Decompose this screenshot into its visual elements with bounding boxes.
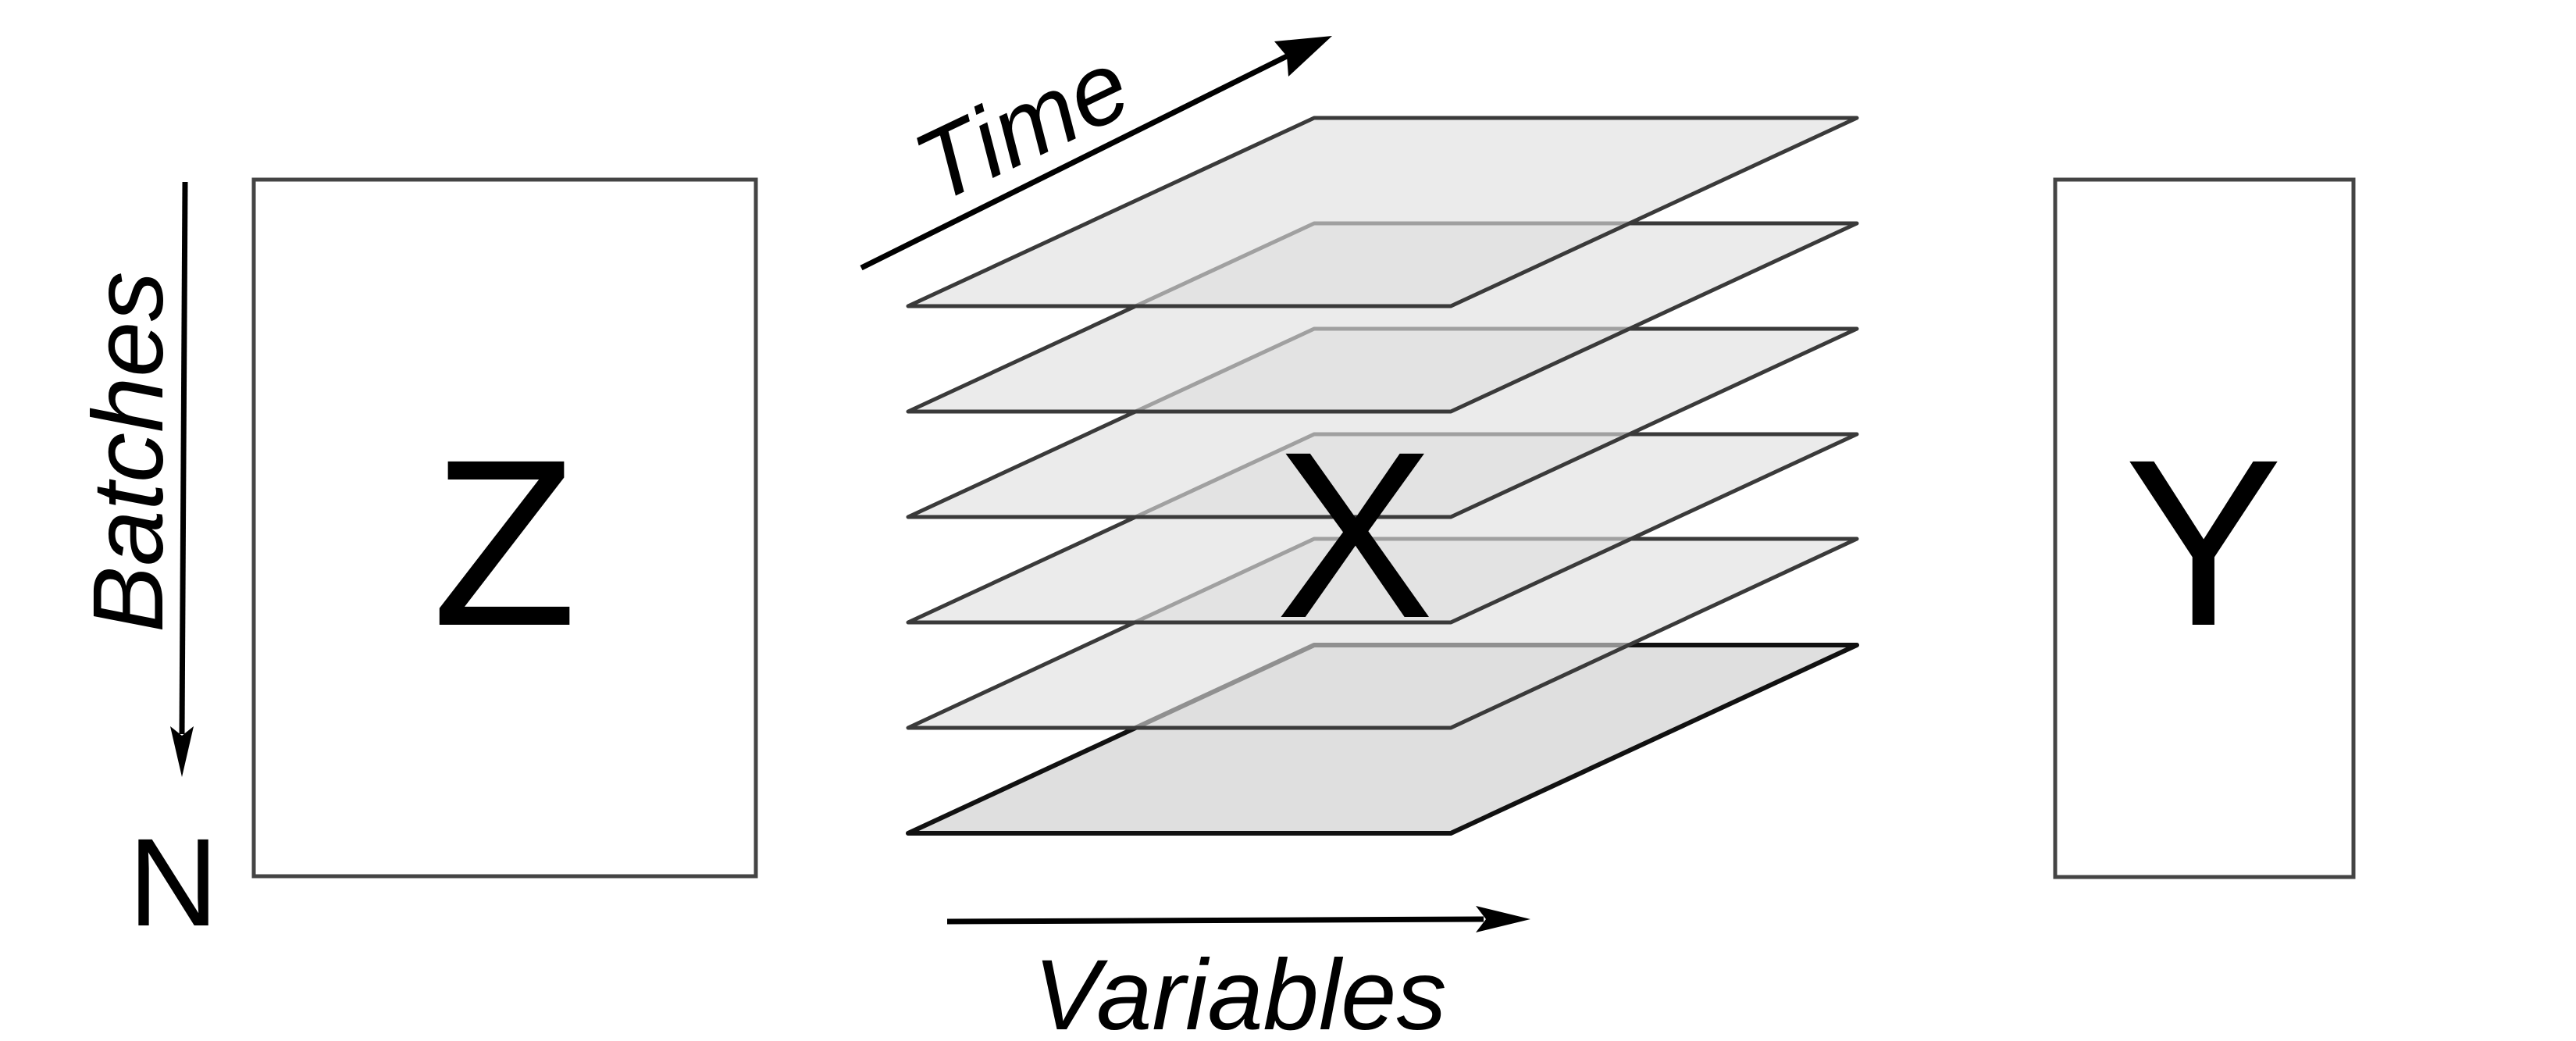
variables-label: Variables — [1034, 939, 1447, 1041]
matrix-y-label: Y — [2125, 411, 2283, 676]
variables-arrow — [946, 906, 1530, 932]
matrix-z: Z — [251, 177, 758, 879]
tensor-layer — [906, 116, 1859, 308]
matrix-y-box — [2053, 177, 2356, 879]
batches-label: Batches — [73, 272, 184, 633]
tensor-x-label: X — [1276, 403, 1434, 668]
matrix-z-box — [251, 177, 758, 879]
time-arrow — [860, 36, 1332, 271]
batch-size-label: N — [128, 812, 219, 952]
batches-arrow — [170, 181, 194, 777]
tensor-x: X — [906, 116, 1859, 836]
matrix-z-label: Z — [432, 411, 577, 676]
time-label: Time — [898, 28, 1145, 224]
matrix-y: Y — [2053, 177, 2356, 879]
